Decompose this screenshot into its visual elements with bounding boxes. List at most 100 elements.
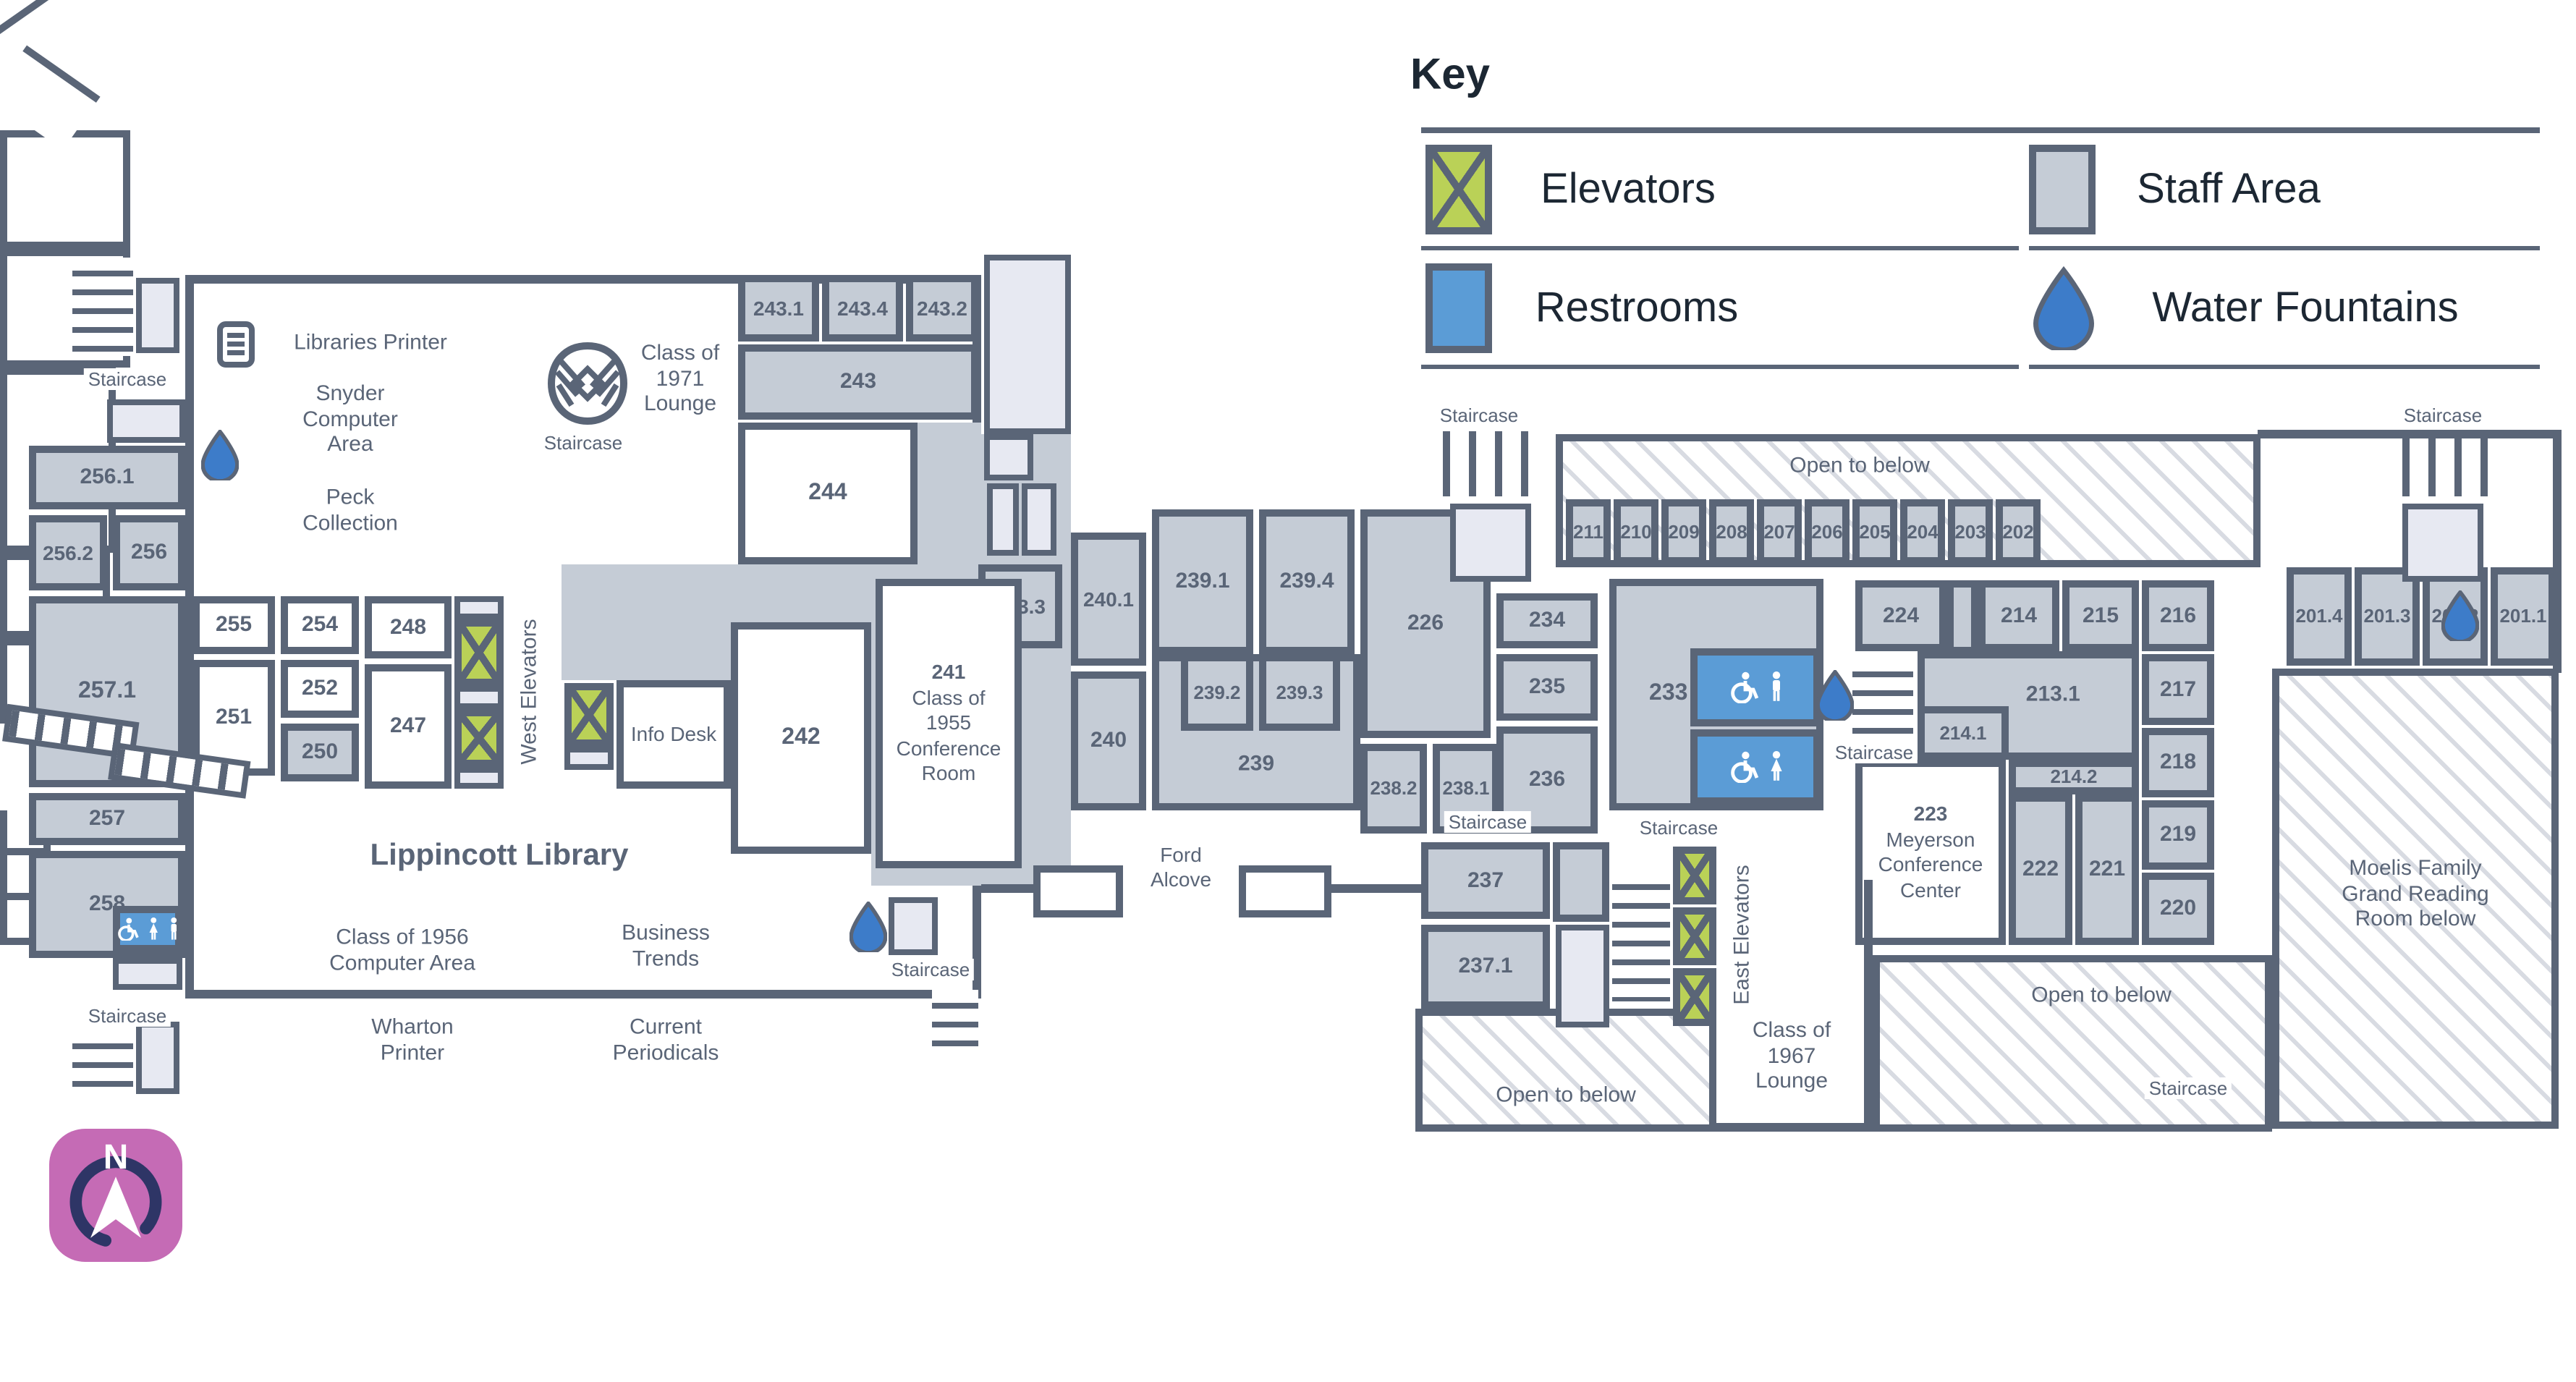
open-to-below-top-label: Open to below: [1789, 453, 1929, 478]
staircase-label: Staircase: [886, 959, 975, 980]
room-label-line: Meyerson: [1886, 827, 1975, 850]
room-250: 250: [281, 724, 359, 781]
staircase-east-treads: [1612, 871, 1670, 1001]
room-210: 210: [1614, 499, 1658, 564]
room-224: 224: [1855, 580, 1946, 651]
room-252: 252: [281, 660, 359, 718]
room-243.4: 243.4: [822, 275, 903, 342]
room-label: 254: [301, 612, 339, 637]
room-label: 238.2: [1370, 777, 1418, 800]
key-label-elevators: Elevators: [1541, 166, 1716, 213]
corridor-box: [2402, 504, 2483, 582]
wharton-printer-line: Wharton: [371, 1014, 454, 1040]
room-244: 244: [738, 423, 918, 564]
room-218: 218: [2142, 728, 2214, 797]
elevator-icon: [564, 683, 614, 747]
room-256.2: 256.2: [29, 515, 107, 590]
class-of-1971-lounge-line: Lounge: [643, 391, 717, 417]
class-of-1956-computer-area-line: Class of 1956: [336, 925, 469, 950]
staircase-flight: [108, 742, 251, 799]
room-label-line: 241: [931, 660, 966, 684]
class-of-1971-knot-icon: [546, 340, 630, 427]
key-rule-bottom-right: [2029, 365, 2540, 369]
staircase-label: Staircase: [1635, 817, 1723, 839]
room-256.1: 256.1: [29, 446, 185, 509]
room-label: 214.1: [1939, 721, 1987, 744]
room-248: 248: [365, 596, 452, 658]
key-label-water-fountains: Water Fountains: [2152, 284, 2459, 331]
room-214.1: 214.1: [1918, 706, 2009, 760]
room-label: 239: [1237, 750, 1275, 776]
room-214: 214: [1978, 580, 2059, 651]
room-label: 240.1: [1082, 587, 1135, 611]
open-to-below-right: [1873, 955, 2272, 1132]
room-label: 238.1: [1442, 777, 1490, 800]
alcove-box: [1033, 865, 1123, 917]
libraries-printer-label-line: Libraries Printer: [294, 330, 447, 355]
room-222: 222: [2009, 794, 2072, 945]
key-label-staff-area: Staff Area: [2137, 166, 2321, 213]
open-to-below-left-label: Open to below: [1496, 1082, 1635, 1108]
room-243: 243: [738, 344, 978, 420]
wall-segment: [1716, 1123, 1873, 1132]
peck-collection-line: Collection: [302, 511, 398, 535]
room-label: 235: [1528, 674, 1566, 700]
room-label: Info Desk: [630, 722, 717, 746]
water-fountain-icon: [201, 430, 239, 481]
room-label: 210: [1620, 520, 1652, 543]
room-label-line: Class of: [912, 685, 986, 709]
room-217: 217: [2142, 654, 2214, 725]
staircase-label: Staircase: [1830, 742, 1918, 763]
room-label: 221: [2088, 857, 2126, 882]
room-215: 215: [2062, 580, 2139, 651]
room-label: 218: [2159, 750, 2197, 775]
moelis-family-label-line: Moelis Family: [2349, 855, 2482, 881]
room-label: 257.1: [77, 678, 137, 703]
wall-segment: [1864, 880, 1873, 1132]
room-label: 257: [88, 806, 126, 831]
room-label: 239.2: [1193, 681, 1241, 703]
room-label-line: Room: [921, 761, 976, 785]
room-label: 244: [808, 480, 847, 505]
room-247: 247: [365, 664, 452, 789]
open-to-below-right-label: Open to below: [2031, 983, 2171, 1008]
open-to-below-left: [1415, 1009, 1716, 1132]
room-label: 256.2: [42, 540, 94, 564]
room-205: 205: [1852, 499, 1897, 564]
room-label: 248: [389, 614, 427, 640]
staircase-top-left: [0, 130, 130, 249]
svg-text:N: N: [103, 1138, 129, 1177]
room-239.2: 239.2: [1181, 654, 1253, 731]
room-unlabeled: [1553, 842, 1609, 922]
water-fountain-icon: [2441, 590, 2479, 642]
room-label: 237: [1467, 868, 1504, 893]
room-257: 257: [29, 793, 185, 845]
west-elevators: West Elevators: [517, 619, 542, 764]
room-203: 203: [1948, 499, 1993, 564]
room-label: 226: [1407, 611, 1444, 636]
restroom-swatch: [1425, 263, 1492, 353]
water-fountain-icon: [850, 902, 887, 953]
room-211: 211: [1566, 499, 1611, 564]
staircase-left-building-se-treads: [932, 990, 978, 1056]
room-214.2: 214.2: [2009, 760, 2139, 794]
wheelchair-icon: [1727, 751, 1759, 783]
corridor-box: [454, 767, 504, 789]
room-label: 243: [839, 369, 877, 394]
wall-segment: [981, 884, 1033, 893]
snyder-computer-area-line: Computer: [302, 407, 398, 432]
room-label: 204: [1907, 520, 1939, 543]
room-label: 216: [2159, 603, 2197, 628]
room-label: 239.3: [1276, 681, 1323, 703]
key-rule-mid-left: [1421, 246, 2019, 250]
moelis-family-label-line: Room below: [2355, 907, 2476, 932]
elevator-swatch: [1425, 145, 1492, 234]
room-label: 215: [2082, 603, 2119, 628]
room-207: 207: [1757, 499, 1802, 564]
ford-alcove-line: Ford: [1160, 842, 1202, 866]
